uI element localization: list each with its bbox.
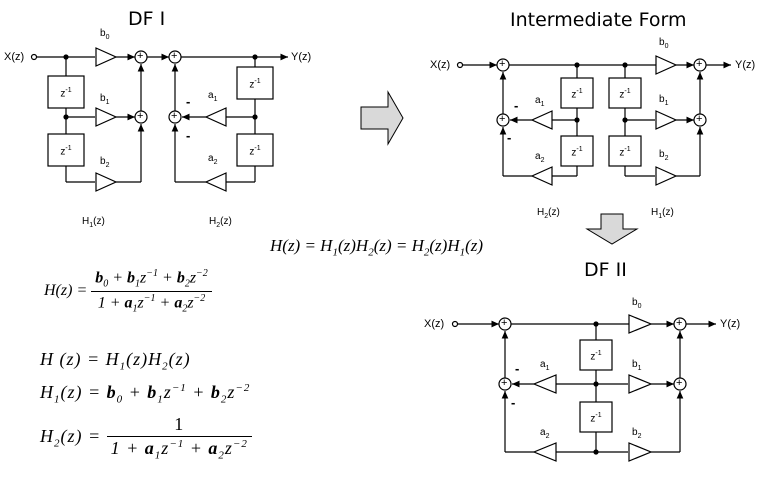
- plus-sign: +: [171, 110, 178, 122]
- plus-sign: +: [499, 58, 506, 70]
- delay-label: z-1: [590, 412, 602, 425]
- plus-sign: +: [501, 377, 508, 389]
- plus-sign: +: [171, 50, 178, 62]
- delay-label: z-1: [60, 87, 72, 100]
- h2-label: H2(z): [209, 216, 232, 229]
- df2-title: DF II: [584, 259, 627, 281]
- coef-b1: b1: [632, 359, 642, 372]
- plus-sign: +: [676, 317, 683, 329]
- intermediate-title: Intermediate Form: [510, 9, 687, 31]
- plus-sign: +: [137, 110, 144, 122]
- delay-label: z-1: [571, 146, 583, 159]
- equation-product: H (z) = H1(z)H2(z): [40, 349, 191, 373]
- df2-diagram: [451, 314, 716, 462]
- equation-iir: H2(z) = 1 1 + a1z−1 + a2z−2: [40, 414, 252, 462]
- plus-sign: +: [676, 377, 683, 389]
- equation-fir: H1(z) = b0 + b1z−1 + b2z−2: [40, 382, 251, 406]
- coef-a1: a1: [208, 90, 218, 103]
- h2-label: H2(z): [537, 207, 560, 220]
- plus-sign: +: [501, 317, 508, 329]
- h1-label: H1(z): [82, 216, 105, 229]
- delay-label: z-1: [619, 146, 631, 159]
- minus-sign: -: [514, 98, 519, 113]
- coef-b2: b2: [659, 149, 669, 162]
- coef-b2: b2: [100, 156, 110, 169]
- plus-sign: +: [696, 58, 703, 70]
- coef-b1: b1: [100, 93, 110, 106]
- plus-sign: +: [499, 113, 506, 125]
- coef-a2: a2: [208, 153, 218, 166]
- input-label: X(z): [430, 59, 451, 71]
- df1-diagram: [30, 47, 288, 192]
- df1-title: DF I: [128, 8, 166, 30]
- plus-sign: +: [696, 113, 703, 125]
- coef-a1: a1: [535, 95, 545, 108]
- delay-label: z-1: [249, 78, 261, 91]
- minus-sign: -: [515, 361, 520, 376]
- plus-sign: +: [137, 50, 144, 62]
- output-label: Y(z): [291, 51, 312, 63]
- coef-a1: a1: [540, 359, 550, 372]
- delay-label: z-1: [619, 88, 631, 101]
- coef-b2: b2: [632, 427, 642, 440]
- equation-commutative: H(z) = H1(z)H2(z) = H2(z)H1(z): [270, 236, 484, 259]
- equation-transfer-function: H(z) = b0 + b1z−1 + b2z−2 1 + a1z−1 + a2…: [44, 268, 212, 314]
- minus-sign: -: [507, 130, 512, 145]
- transform-arrow-down: [585, 213, 639, 245]
- coef-a2: a2: [540, 427, 550, 440]
- h1-label: H1(z): [651, 207, 674, 220]
- coef-a2: a2: [535, 151, 545, 164]
- input-label: X(z): [424, 318, 445, 330]
- minus-sign: -: [186, 94, 191, 109]
- minus-sign: -: [511, 395, 516, 410]
- output-label: Y(z): [735, 59, 756, 71]
- delay-label: z-1: [590, 350, 602, 363]
- minus-sign: -: [186, 128, 191, 143]
- intermediate-diagram: [456, 55, 731, 186]
- delay-label: z-1: [60, 145, 72, 158]
- input-label: X(z): [4, 51, 25, 63]
- coef-b1: b1: [659, 94, 669, 107]
- transform-arrow-right: [360, 90, 404, 146]
- coef-b0: b0: [659, 37, 669, 50]
- coef-b0: b0: [100, 28, 110, 41]
- delay-label: z-1: [571, 88, 583, 101]
- delay-label: z-1: [249, 145, 261, 158]
- numerator-one: 1: [106, 414, 252, 437]
- coef-b0: b0: [632, 297, 642, 310]
- output-label: Y(z): [720, 318, 741, 330]
